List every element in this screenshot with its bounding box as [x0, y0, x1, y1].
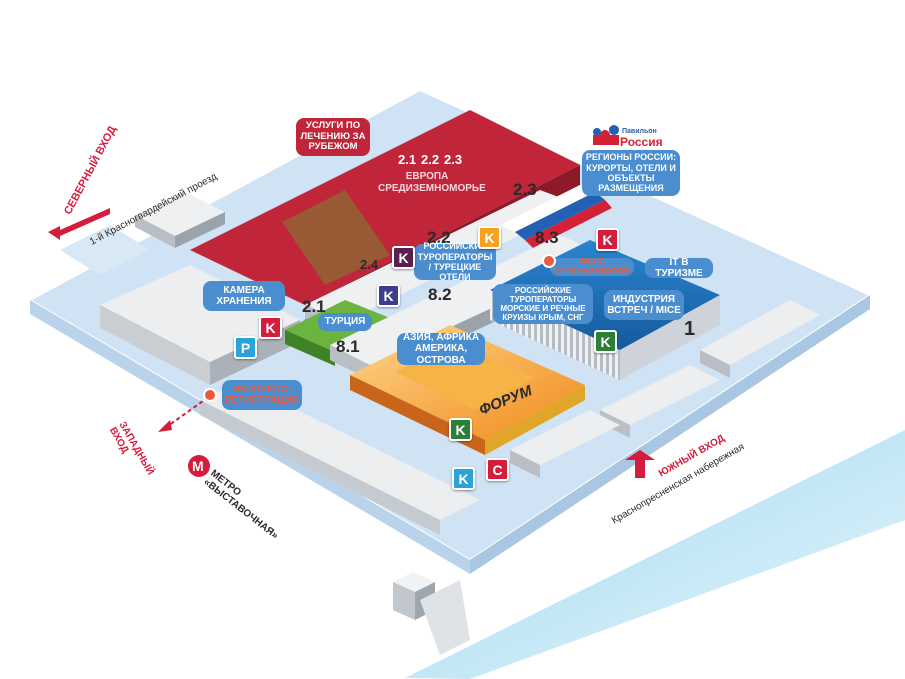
organizers-office-label: ОФИС ОРГАНИЗАТОРОВ	[550, 256, 634, 276]
bridge-tower-top	[393, 572, 435, 592]
hall-2-4-label: 2.4	[360, 257, 379, 272]
organizers-office-marker	[542, 254, 556, 268]
asia-africa-label: АЗИЯ, АФРИКА АМЕРИКА, ОСТРОВА	[397, 332, 485, 366]
medical-zone	[282, 190, 390, 285]
hall-8-1-label: 8.1	[336, 337, 360, 356]
hall-2-3-label: 2.3	[513, 180, 537, 199]
bridge-deck	[420, 580, 470, 655]
russia-flag-blue	[515, 192, 605, 240]
cruises-label: РОССИЙСКИЕ ТУРОПЕРАТОРЫ МОРСКИЕ И РЕЧНЫЕ…	[493, 284, 593, 324]
cloakroom-badge: K	[259, 316, 282, 339]
express-registration-marker	[203, 388, 217, 402]
pavilion-russia-icon	[593, 125, 619, 145]
it-tourism-label: IT В ТУРИЗМЕ	[645, 257, 713, 279]
turkey-label: ТУРЦИЯ	[318, 313, 372, 331]
cloakroom-badge: K	[596, 228, 619, 251]
hall-8-2-label: 8.2	[428, 285, 452, 304]
russian-regions-label: РЕГИОНЫ РОССИИ: КУРОРТЫ, ОТЕЛИ И ОБЪЕКТЫ…	[582, 150, 680, 196]
north-block	[135, 192, 225, 236]
ground-edge-right	[470, 295, 870, 574]
metro-icon: M	[192, 458, 204, 474]
south-entrance-arrow	[625, 450, 655, 478]
sw-strip-front	[200, 400, 440, 535]
cloakroom-badge: K	[478, 226, 501, 249]
south-block-top	[510, 410, 620, 465]
bridge-tower-front	[393, 582, 415, 620]
sw-strip-top	[200, 382, 480, 520]
express-registration-label: ЭКСПРЕСС- РЕГИСТРАЦИЯ	[222, 380, 302, 410]
north-block-side	[175, 212, 225, 248]
south-block-front	[510, 450, 540, 478]
hall-1-label: 1	[684, 318, 696, 340]
russia-flag-white	[500, 185, 595, 232]
service-badge: C	[486, 458, 509, 481]
pavilion-russia-logo-line1: Павильон	[622, 128, 657, 135]
hall-2-1-label: 2.1	[302, 297, 326, 316]
pavilion-russia-logo-line2: Россия	[620, 135, 663, 149]
river	[405, 430, 905, 679]
cloakroom-badge: K	[452, 467, 475, 490]
east-block-front	[700, 350, 730, 378]
luggage-label: КАМЕРА ХРАНЕНИЯ	[203, 281, 285, 311]
europe-label: ЕВРОПА СРЕДИЗЕМНОМОРЬЕ	[378, 171, 486, 194]
parking-badge: P	[234, 336, 257, 359]
turkey-hall-front	[285, 330, 335, 366]
medical-services-label: УСЛУГИ ПО ЛЕЧЕНИЮ ЗА РУБЕЖОМ	[296, 118, 370, 156]
tour-operators-turkey-label: РОССИЙСКИЕ ТУРОПЕРАТОРЫ / ТУРЕЦКИЕ ОТЕЛИ	[414, 241, 496, 282]
russia-flag-red	[525, 200, 612, 248]
cloakroom-badge: K	[392, 246, 415, 269]
east-block-top	[700, 300, 820, 365]
hall-2-2-top: 2.2	[421, 152, 440, 167]
metro-icon-bg	[188, 455, 210, 477]
west-entrance-arrow	[158, 420, 172, 432]
mice-label: ИНДУСТРИЯ ВСТРЕЧ / MICE	[604, 290, 684, 320]
north-block-face	[135, 215, 175, 248]
hall-2-1-top: 2.1	[398, 152, 417, 167]
north-road	[60, 225, 150, 275]
hall-2-2-label: 2.2	[427, 228, 451, 247]
hall1-rail-side	[620, 295, 720, 380]
cloakroom-badge: K	[594, 330, 617, 353]
hall-2-3-top: 2.3	[444, 152, 463, 167]
west-entrance-path	[164, 395, 211, 429]
europe-hall-top	[190, 110, 580, 305]
left-building-front	[100, 305, 210, 385]
cloakroom-badge: K	[377, 284, 400, 307]
cloakroom-badge: K	[449, 418, 472, 441]
forum-side	[485, 385, 585, 455]
southeast-block-top	[600, 365, 720, 425]
hall-8-3-label: 8.3	[535, 228, 559, 247]
north-entrance-arrow	[48, 208, 110, 240]
